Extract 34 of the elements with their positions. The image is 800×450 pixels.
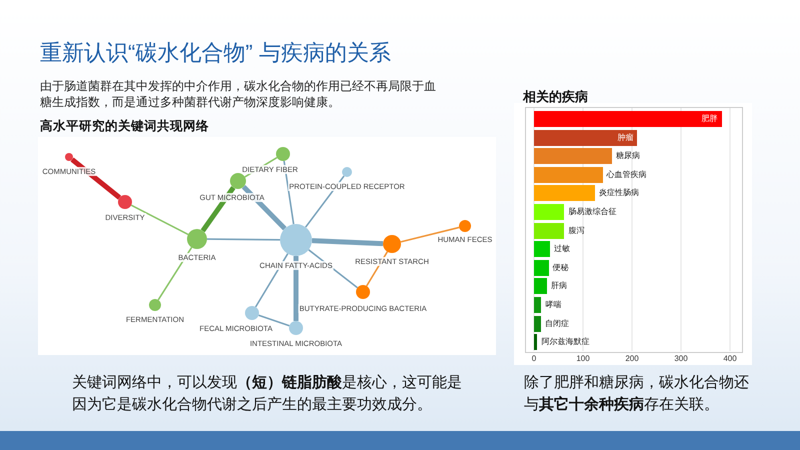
connector-line xyxy=(283,160,294,224)
axis-tick-label: 100 xyxy=(576,354,590,363)
slide-title: 重新认识“碳水化合物” 与疾病的关系 xyxy=(40,39,391,67)
conclusion-text: 关键词网络中，可以发现（短）链脂肪酸是核心，这可能是因为它是碳水化合物代谢之后产生的最主要功效成分。 xyxy=(72,373,463,415)
bar-label: 便秘 xyxy=(552,262,569,274)
bar-label: 哮喘 xyxy=(545,299,562,311)
bar-label: 自闭症 xyxy=(544,318,569,330)
connector-line xyxy=(207,238,280,241)
bar-label: 肠易激综合征 xyxy=(568,206,616,218)
axis-tick-label: 0 xyxy=(532,354,536,363)
axis-tick-label: 200 xyxy=(625,354,639,363)
bar-label: 肥胖 xyxy=(702,113,718,125)
bar-label: 过敏 xyxy=(554,243,570,256)
bar-label: 心血管疾病 xyxy=(606,168,647,181)
bar-label: 阿尔兹海默症 xyxy=(541,336,590,348)
connector-line xyxy=(70,158,122,200)
connector-line xyxy=(130,204,188,236)
bar-label: 糖尿病 xyxy=(616,150,640,162)
chart-title: 相关的疾病 xyxy=(523,88,588,106)
connector-line xyxy=(400,226,460,243)
connector-line xyxy=(200,186,236,232)
connector-line xyxy=(312,238,384,246)
connector-line xyxy=(294,256,298,321)
section-heading: 高水平研究的关键词共现网络 xyxy=(40,118,209,135)
bar-label: 肿瘤 xyxy=(617,132,634,144)
connector-line xyxy=(258,314,290,326)
bar-label: 腹泻 xyxy=(568,224,584,237)
axis-tick-label: 400 xyxy=(723,354,737,363)
bar-label: 炎症性肠病 xyxy=(598,187,639,200)
axis-tick-label: 300 xyxy=(674,354,688,363)
conclusion-text: 除了肥胖和糖尿病，碳水化合物还与其它十余种疾病存在关联。 xyxy=(524,373,750,415)
bar-label: 肝病 xyxy=(551,280,568,292)
intro-paragraph: 由于肠道菌群在其中发挥的中介作用，碳水化合物的作用已经不再局限于血糖生成指数，而是通过多种菌群代谢产物深度影响健康。 xyxy=(40,78,437,110)
connector-line xyxy=(242,184,287,230)
